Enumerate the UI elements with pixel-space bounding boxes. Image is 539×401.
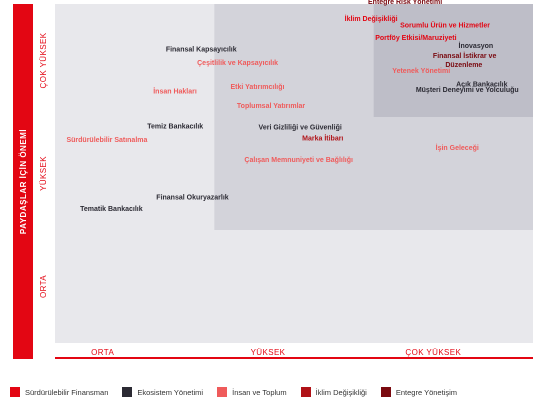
data-point: İnovasyon: [459, 42, 494, 50]
data-point: İklim Değişikliği: [345, 15, 398, 23]
data-point: Portföy Etkisi/Maruziyeti: [375, 35, 456, 42]
data-point: İnsan Hakları: [153, 87, 197, 95]
axes: PAYDAŞLAR İÇİN ÖNEMİ ORTA YÜKSEK ÇOK YÜKSEK…: [13, 4, 533, 359]
legend-label: İnsan ve Toplum: [232, 387, 287, 397]
data-point: Yetenek Yönetimi: [392, 68, 450, 75]
legend-item: İnsan ve Toplum: [217, 387, 287, 397]
data-point: Çalışan Memnuniyeti ve Bağlılığı: [244, 157, 353, 164]
y-axis-bar: [13, 4, 33, 359]
legend-swatch: [380, 387, 391, 397]
legend-item: Sürdürülebilir Finansman: [10, 387, 108, 397]
data-point: Sürdürülebilir Satınalma: [66, 137, 147, 144]
legend-label: İklim Değişikliği: [315, 387, 367, 397]
data-point: Çeşitlilik ve Kapsayıcılık: [197, 60, 278, 67]
y-tick-label: ÇOK YÜKSEK: [39, 32, 48, 88]
x-tick-label: ÇOK YÜKSEK: [405, 348, 461, 357]
data-point: Finansal Kapsayıcılık: [166, 46, 237, 53]
data-point: Tematik Bankacılık: [80, 206, 143, 213]
legend-item: Ekosistem Yönetimi: [122, 387, 203, 397]
data-point: Marka İtibarı: [302, 135, 343, 143]
legend-label: Entegre Yönetişim: [395, 387, 458, 397]
data-point: İşin Geleceği: [436, 144, 479, 152]
data-point: Sorumlu Ürün ve Hizmetler: [400, 21, 490, 30]
legend-label: Ekosistem Yönetimi: [137, 387, 204, 397]
legend-swatch: [217, 387, 228, 397]
x-tick-label: ORTA: [91, 348, 114, 357]
legend: Sürdürülebilir Finansman Ekosistem Yöneti…: [10, 386, 471, 398]
y-axis-label: PAYDAŞLAR İÇİN ÖNEMİ: [19, 129, 28, 234]
data-point: Toplumsal Yatırımlar: [237, 103, 305, 110]
x-tick-label: YÜKSEK: [251, 348, 286, 357]
data-point: Müşteri Deneyimi ve Yolculuğu: [416, 87, 519, 94]
data-point: Finansal Okuryazarlık: [156, 194, 228, 201]
data-point: Etki Yatırımcılığı: [230, 84, 284, 91]
data-point: Açık Bankacılık: [456, 81, 507, 88]
legend-item: İklim Değişikliği: [300, 387, 367, 397]
zone-backgrounds: [55, 4, 534, 343]
data-point: Veri Gizliliği ve Güvenliği: [259, 124, 342, 131]
legend-item: Entegre Yönetişim: [380, 387, 458, 397]
data-point-line: Finansal İstikrar ve: [433, 52, 497, 60]
y-tick-label: ORTA: [39, 275, 48, 298]
legend-label: Sürdürülebilir Finansman: [25, 387, 109, 397]
zone-very-high: [373, 4, 533, 117]
legend-swatch: [300, 387, 311, 397]
legend-swatch: [10, 387, 20, 397]
data-point-line: Düzenleme: [445, 62, 482, 69]
data-point: Entegre Risk Yönetimi: [368, 0, 442, 6]
y-tick-label: YÜKSEK: [39, 156, 48, 191]
legend-swatch: [122, 387, 133, 397]
data-point: Temiz Bankacılık: [147, 123, 203, 130]
data-point: Finansal İstikrar ve Düzenleme: [433, 52, 497, 69]
